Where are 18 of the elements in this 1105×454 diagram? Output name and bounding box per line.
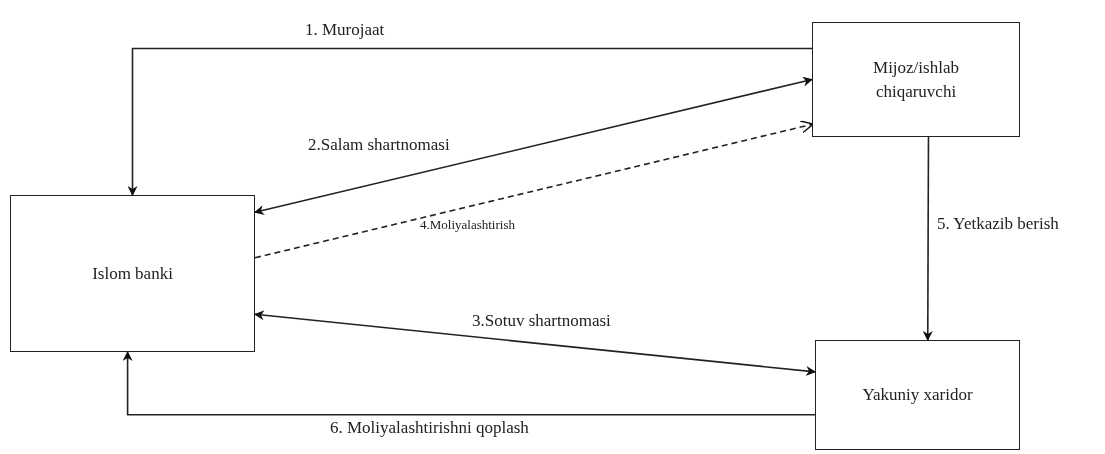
node-label: Yakuniy xaridor bbox=[862, 384, 973, 406]
arrow bbox=[922, 136, 933, 341]
node-label: Mijoz/ishlab chiqaruvchi bbox=[872, 56, 960, 103]
edge-label: 6. Moliyalashtirishni qoplash bbox=[330, 419, 529, 436]
arrow bbox=[254, 310, 816, 376]
edge-label: 5. Yetkazib berish bbox=[937, 215, 1059, 232]
process-box bbox=[10, 195, 255, 352]
process-box bbox=[815, 340, 1020, 450]
arrow bbox=[127, 47, 813, 196]
process-box bbox=[812, 22, 1020, 137]
arrow bbox=[122, 351, 816, 416]
edge-label: 3.Sotuv shartnomasi bbox=[472, 312, 611, 329]
dashed-arrow bbox=[254, 120, 814, 259]
edge-label: 4.Moliyalashtirish bbox=[420, 218, 515, 231]
arrow bbox=[254, 76, 813, 216]
edge-label: 2.Salam shartnomasi bbox=[308, 136, 450, 153]
edge-label: 1. Murojaat bbox=[305, 21, 385, 38]
node-label: Islom banki bbox=[92, 262, 173, 285]
